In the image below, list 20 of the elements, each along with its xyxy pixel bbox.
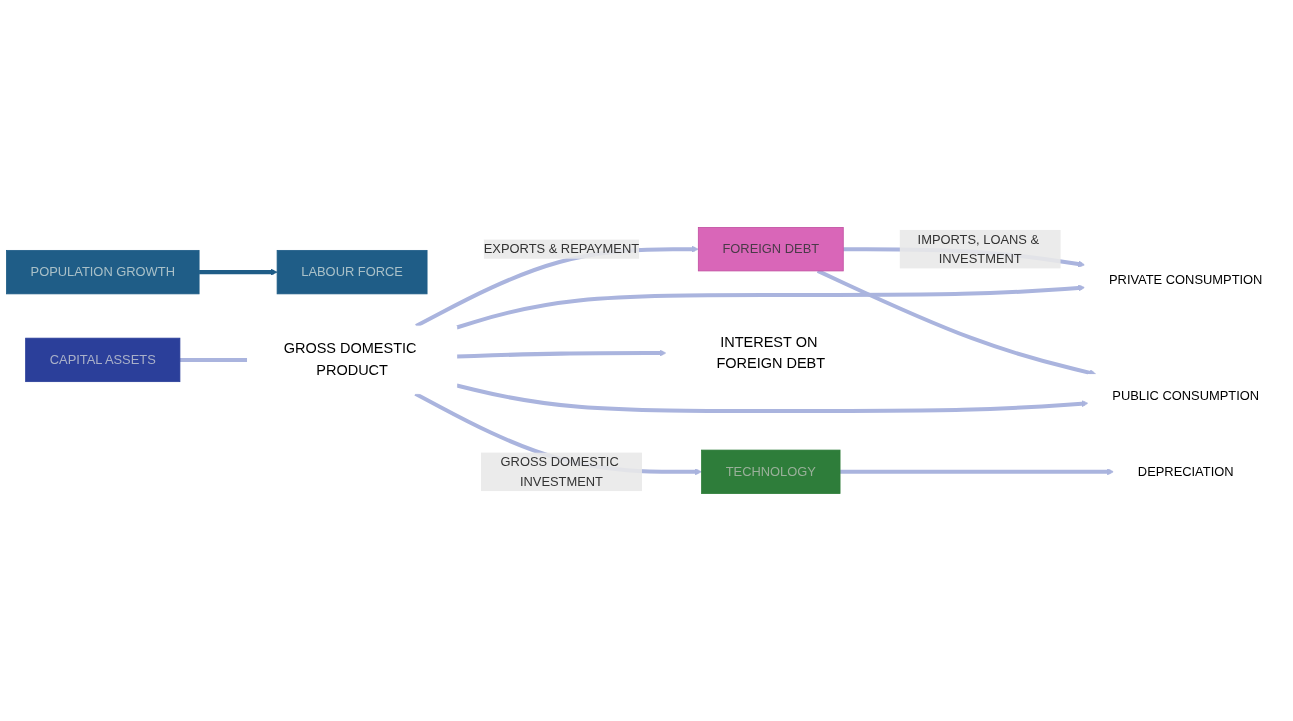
arrow <box>456 284 1086 330</box>
node-box: TECHNOLOGY <box>701 449 841 494</box>
node-box: LABOUR FORCE <box>276 250 428 295</box>
connector <box>179 357 248 362</box>
node-text: GROSS DOMESTIC PRODUCT <box>283 340 417 379</box>
arrow <box>456 383 1089 414</box>
node-box: FOREIGN DEBT <box>697 227 844 272</box>
edge-label: GROSS DOMESTIC INVESTMENT <box>500 454 619 488</box>
edge-label: IMPORTS, LOANS & INVESTMENT <box>917 232 1040 266</box>
node-text: DEPRECIATION <box>1137 464 1234 479</box>
arrow <box>199 268 278 276</box>
node-text: PUBLIC CONSUMPTION <box>1112 388 1260 403</box>
node-box: POPULATION GROWTH <box>6 250 200 295</box>
edge-label: EXPORTS & REPAYMENT <box>483 241 640 256</box>
node-box: CAPITAL ASSETS <box>25 337 181 383</box>
arrow <box>456 349 667 359</box>
arrow <box>816 269 1097 377</box>
node-text: PRIVATE CONSUMPTION <box>1108 272 1263 287</box>
arrow <box>840 468 1114 476</box>
node-text: INTEREST ON FOREIGN DEBT <box>716 333 826 372</box>
